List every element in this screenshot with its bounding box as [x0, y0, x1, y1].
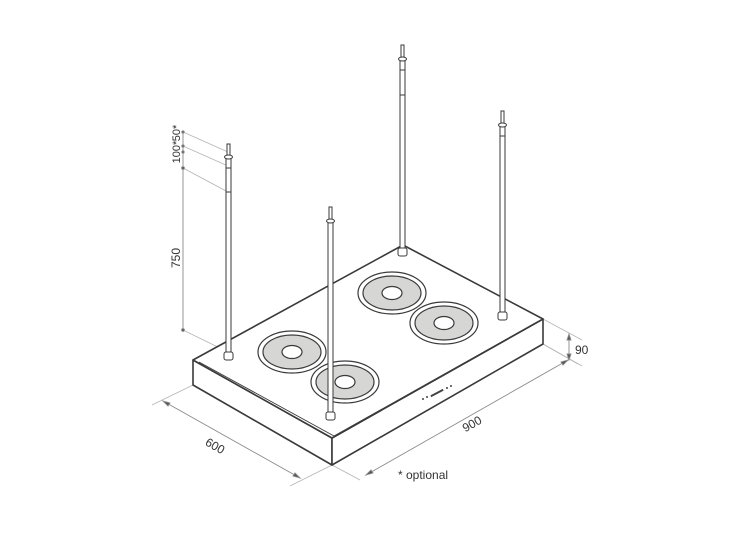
filter-icon [357, 271, 427, 315]
filter-icon [409, 301, 479, 345]
rod-front [325, 206, 336, 421]
dim-label-rod-length: 750 [169, 248, 183, 268]
filter-icon [310, 360, 380, 404]
control-panel [422, 385, 452, 400]
dim-label-width: 900 [460, 413, 485, 435]
dim-label-depth: 600 [203, 435, 228, 457]
dim-label-extension-100: 100* [171, 140, 183, 163]
dimension-lines [161, 130, 572, 479]
suspension-rods [223, 44, 508, 421]
optional-note: * optional [398, 468, 448, 482]
rod-left [223, 143, 234, 361]
dim-label-height: 90 [575, 343, 589, 357]
rod-right [497, 110, 508, 321]
filter-icon [257, 330, 327, 374]
rod-back [397, 44, 408, 257]
dim-label-extension-50: 50* [171, 124, 183, 141]
